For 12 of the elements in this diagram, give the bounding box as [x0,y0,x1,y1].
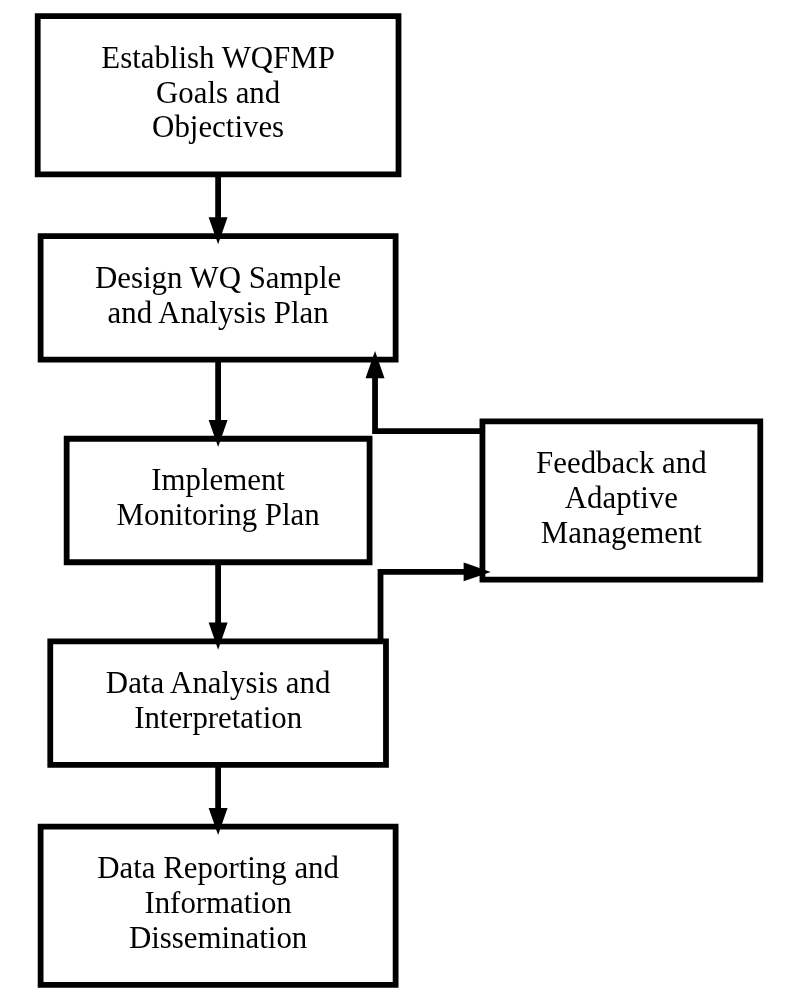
node-box: Data Analysis and Interpretation [47,638,389,768]
arrow [208,359,228,448]
node-box: Data Reporting and Information Dissemination [37,823,399,988]
node-box: Design WQ Sample and Analysis Plan [37,233,399,363]
arrow [208,562,228,650]
node-box: Feedback and Adaptive Management [479,418,764,583]
node-box: Implement Monitoring Plan [63,435,373,566]
node-box: Establish WQFMP Goals and Objectives [34,13,402,178]
arrow [208,764,228,835]
arrow [208,174,228,245]
arrow [377,562,491,642]
arrow [365,351,483,434]
